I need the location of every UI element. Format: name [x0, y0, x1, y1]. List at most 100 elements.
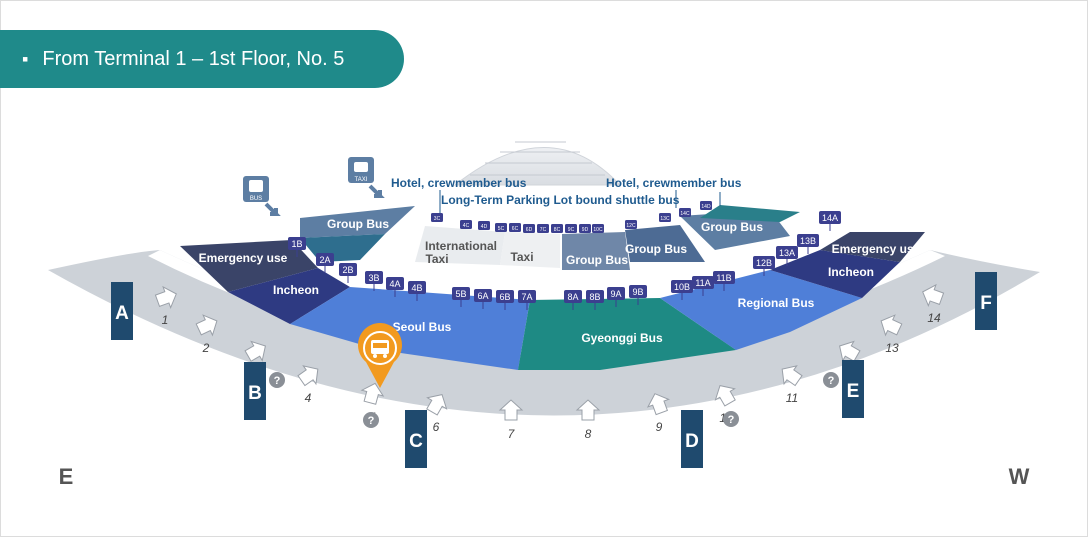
- stop-badge: 7A: [518, 290, 536, 310]
- gate-markers: A B C D E F: [111, 272, 997, 468]
- zone-incheon-right: [770, 250, 900, 298]
- gate-marker: F: [975, 272, 997, 330]
- stop-badge-small-label: 8C: [554, 227, 561, 233]
- label-emergency-right: Emergency use: [832, 242, 921, 256]
- stop-badge-small-label: 14D: [701, 204, 711, 210]
- stop-badge: 11B: [713, 271, 735, 291]
- label-seoul-bus: Seoul Bus: [393, 320, 452, 334]
- stop-badge-label: 4B: [411, 283, 422, 293]
- exit-door-arrow: 13: [880, 314, 903, 355]
- zone-group-bus-1b: [300, 234, 385, 262]
- stop-badge-small: 4D: [478, 221, 490, 230]
- stop-badge: 13A: [776, 246, 798, 266]
- exit-door-number: 13: [885, 341, 899, 355]
- stop-badge-label: 7A: [521, 292, 532, 302]
- stop-badge-small-label: 14C: [680, 211, 690, 217]
- help-icon[interactable]: [363, 412, 379, 428]
- stop-badge-small: 5C: [495, 223, 507, 232]
- exit-door-number: 9: [656, 420, 663, 434]
- zone-emergency-left: [180, 240, 318, 292]
- annotation-long-term: Long-Term Parking Lot bound shuttle bus: [441, 193, 680, 207]
- stop-badge-label: 1B: [291, 239, 302, 249]
- exit-door-number: 6: [433, 420, 440, 434]
- stop-badge: 2A: [316, 253, 334, 273]
- stop-badge-small: 7C: [537, 224, 549, 233]
- taxi-arrow-icon: [368, 184, 385, 198]
- label-intl-taxi: Taxi: [425, 252, 448, 266]
- zone-intl-taxi: [415, 226, 505, 265]
- label-gyeonggi-bus: Gyeonggi Bus: [581, 331, 663, 345]
- stop-badge-small: 8C: [551, 224, 563, 233]
- exit-door-arrow: 6: [426, 394, 448, 434]
- stop-badge: 8B: [586, 290, 604, 310]
- stop-badge-label: 10B: [674, 282, 690, 292]
- stop-badge: 13B: [797, 234, 819, 254]
- gate-letter: B: [248, 383, 262, 404]
- taxi-glyph: [354, 162, 368, 172]
- label-emergency-left: Emergency use: [199, 251, 288, 265]
- zone-group-bus-4b: [700, 205, 800, 222]
- gate-marker: D: [681, 410, 703, 468]
- stop-badge-small-label: 10C: [593, 227, 603, 233]
- help-icon[interactable]: [269, 372, 285, 388]
- help-icon[interactable]: [723, 411, 739, 427]
- label-international: International: [425, 239, 497, 253]
- stop-badge-small-label: 12C: [626, 223, 636, 229]
- bus-arrow-icon: [264, 202, 281, 216]
- stop-badge-label: 6B: [499, 292, 510, 302]
- help-icons: ? ? ? ?: [269, 372, 839, 428]
- gate-letter: E: [847, 381, 860, 402]
- stop-badge-small-label: 6C: [512, 226, 519, 232]
- stop-badge-small: 9D: [579, 224, 591, 233]
- location-pin-icon[interactable]: [358, 323, 402, 388]
- gate-marker: C: [405, 410, 427, 468]
- stop-badge-label: 9A: [610, 289, 621, 299]
- stop-badge: 4B: [408, 281, 426, 301]
- label-group-bus-3: Group Bus: [625, 242, 687, 256]
- stop-badge: 8A: [564, 290, 582, 310]
- zone-gyeonggi-bus: [518, 298, 736, 370]
- stop-badge: 6A: [474, 289, 492, 309]
- stop-badge: 14A: [819, 211, 841, 231]
- help-icon-glyph: ?: [274, 375, 281, 387]
- stop-badge-small: 4C: [460, 220, 472, 229]
- terminal-building: [453, 147, 622, 186]
- stop-badge-label: 5B: [455, 289, 466, 299]
- stop-badge-small: 9C: [565, 224, 577, 233]
- stop-badge-label: 13A: [779, 248, 795, 258]
- stop-badge-small-label: 9D: [582, 227, 589, 233]
- stop-badge: 12B: [753, 256, 775, 276]
- taxi-icon-label: TAXI: [355, 177, 368, 183]
- help-icon[interactable]: [823, 372, 839, 388]
- zone-incheon-left: [228, 268, 350, 324]
- stop-badge-small-label: 7C: [540, 227, 547, 233]
- stop-badge-label: 3B: [368, 273, 379, 283]
- stop-badge-small: 10C: [592, 224, 604, 233]
- stop-badge: 4A: [386, 277, 404, 297]
- stop-badge: 9B: [629, 285, 647, 305]
- bus-icon-label: BUS: [250, 196, 262, 202]
- gate-marker: E: [842, 360, 864, 418]
- stop-badge-label: 12B: [756, 258, 772, 268]
- exit-door-number: 14: [927, 311, 941, 325]
- stop-badge-small-label: 13C: [660, 216, 670, 222]
- gate-marker: A: [111, 282, 133, 340]
- label-taxi: Taxi: [510, 250, 533, 264]
- gate-marker: B: [244, 362, 266, 420]
- stop-badge-label: 13B: [800, 236, 816, 246]
- stop-badge-label: 11B: [716, 273, 731, 283]
- exit-door-arrow: 11: [781, 365, 803, 405]
- zone-seoul-bus: [290, 287, 530, 370]
- stop-badge-small-label: 9C: [568, 227, 575, 233]
- zone-group-bus-2: [562, 232, 630, 270]
- stop-badge-small: 6D: [523, 224, 535, 233]
- stop-badge-small: 14C: [679, 208, 691, 217]
- zone-group-bus-1: [300, 206, 415, 238]
- zone-emergency-right: [820, 232, 925, 262]
- stop-badge-label: 2B: [342, 265, 353, 275]
- exit-door-number: 8: [585, 427, 592, 441]
- exit-door-number: 2: [202, 341, 210, 355]
